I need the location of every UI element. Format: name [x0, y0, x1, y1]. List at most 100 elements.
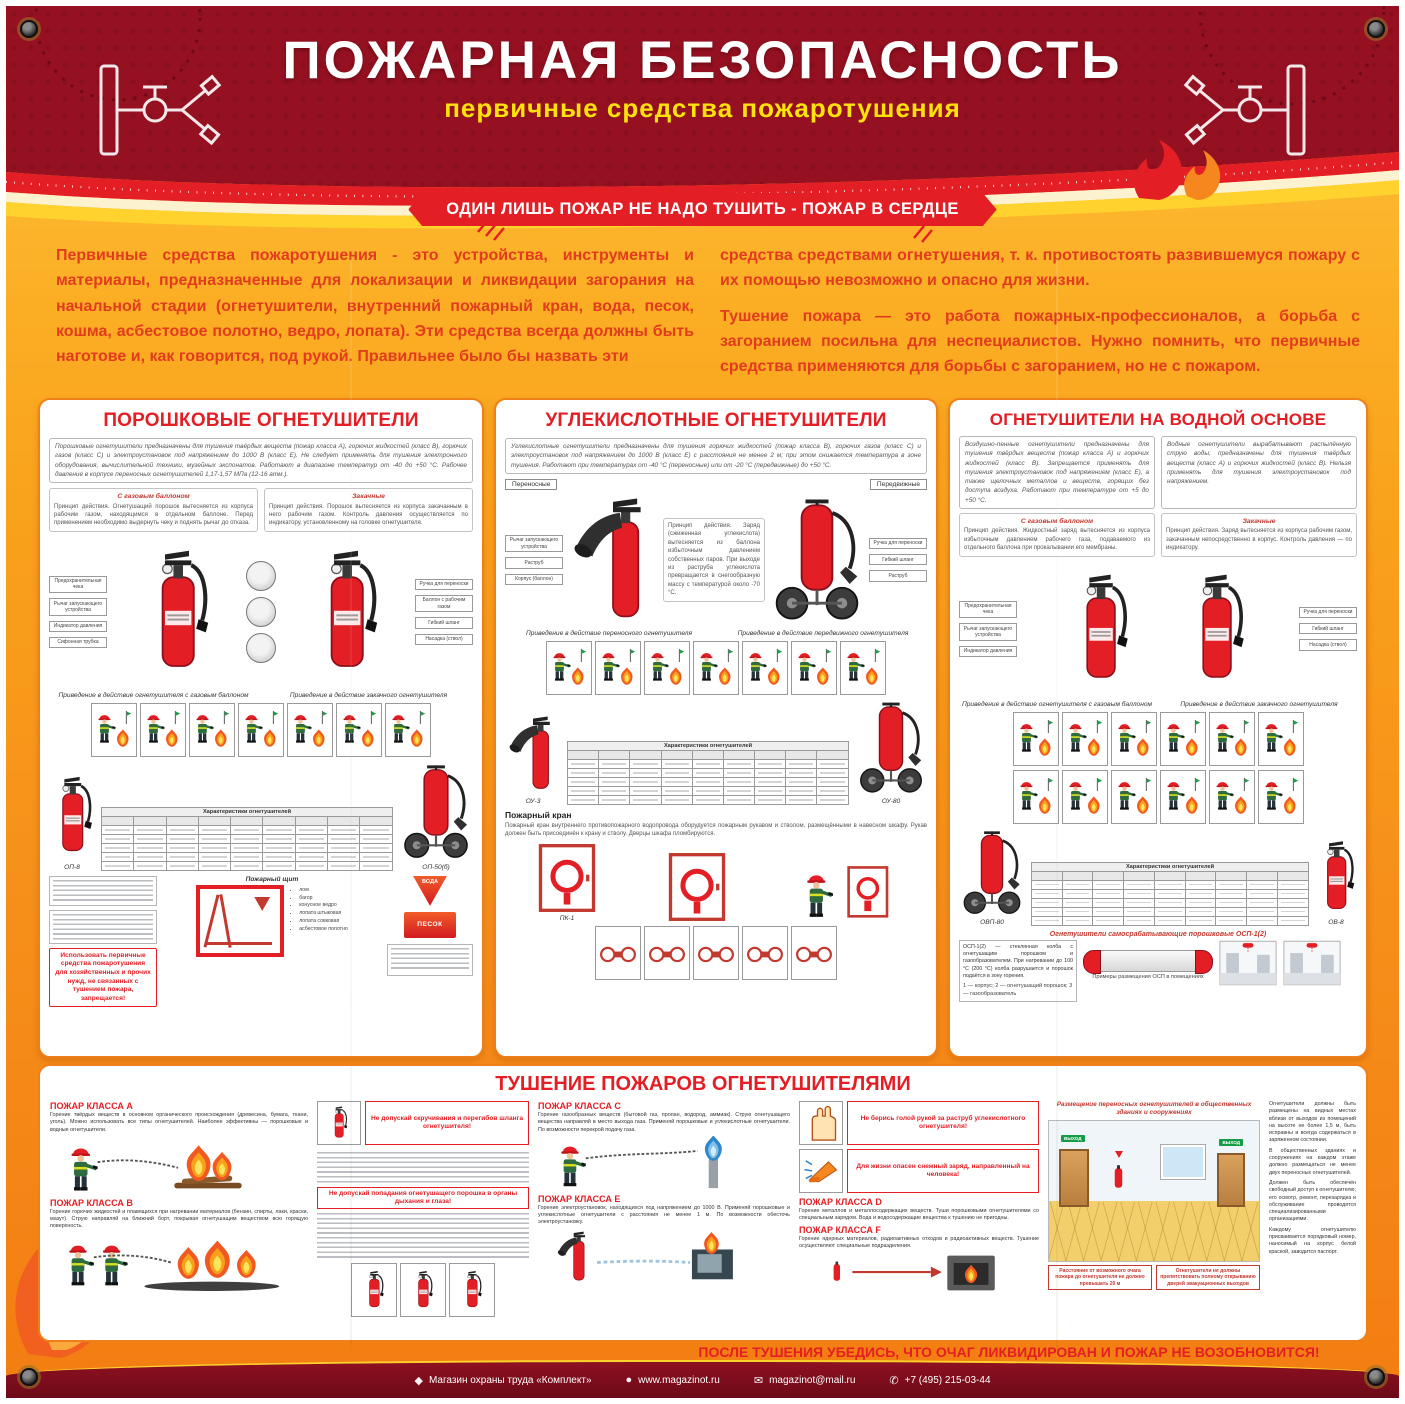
- wheeled-extinguisher-icon: [959, 829, 1025, 917]
- header: ПОЖАРНАЯ БЕЗОПАСНОСТЬ первичные средства…: [6, 30, 1399, 124]
- instruction-strip: [505, 640, 927, 695]
- type-text: Принцип действия. Заряд вытесняется из к…: [1166, 528, 1352, 552]
- poster-title: ПОЖАРНАЯ БЕЗОПАСНОСТЬ: [282, 31, 1123, 90]
- placement-rule: В общественных зданиях и сооружениях на …: [1269, 1147, 1356, 1176]
- legend-item: лопата штыковая: [299, 910, 348, 918]
- placement-rule: Должен быть обеспечён свободный доступ к…: [1269, 1179, 1356, 1223]
- callout-label: Рычаг запускающего устройства: [49, 598, 107, 616]
- diagram-caption: Приведение в действие переносного огнету…: [525, 629, 693, 637]
- fire-class-label: ПОЖАР КЛАССА F: [799, 1224, 881, 1235]
- note-box: [387, 943, 473, 976]
- type-heading: С газовым баллоном: [117, 493, 190, 501]
- instruction-pictogram: [1257, 769, 1304, 824]
- instruction-pictogram: [644, 640, 690, 695]
- instruction-pictogram: [400, 1263, 446, 1318]
- model-label: ОП-8: [64, 863, 80, 871]
- window: [1161, 1144, 1205, 1179]
- legend-item: лопата совковая: [299, 918, 348, 926]
- callout-label: Ручка для переноски: [1298, 606, 1357, 619]
- door: [1059, 1148, 1089, 1207]
- footer-email-text: magazinot@mail.ru: [769, 1374, 856, 1386]
- final-warning: ПОСЛЕ ТУШЕНИЯ УБЕДИСЬ, ЧТО ОЧАГ ЛИКВИДИР…: [698, 1344, 1320, 1360]
- instruction-pictogram: [595, 640, 641, 695]
- fire-cabinet-icon: [668, 852, 726, 922]
- placement-scene: ВЫХОД ВЫХОД: [1048, 1119, 1260, 1262]
- oven-fire-scene: [833, 1255, 995, 1291]
- fire-class-text: Горение металлов и металлосодержащих вещ…: [799, 1208, 1039, 1222]
- co2-extinguisher-icon: [505, 712, 561, 796]
- instruction-pictogram: [742, 925, 788, 980]
- co2-extinguisher-illustration: [567, 496, 659, 624]
- micro-text-block: [317, 1152, 529, 1184]
- class-a-scene: [71, 1145, 242, 1191]
- intro-paragraph: Первичные средства пожаротушения - это у…: [56, 247, 694, 366]
- bucket-label: ВОДА: [422, 878, 438, 885]
- wheeled-co2-illustration: [769, 496, 865, 624]
- characteristics-block: ОВП-80 Характеристики огнетушителей ОВ-8: [959, 829, 1357, 926]
- header-background: [6, 6, 1399, 243]
- instruction-pictogram: [189, 702, 235, 757]
- callout-label: Насадка (ствол): [415, 633, 473, 645]
- characteristics-table: Характеристики огнетушителей: [100, 806, 393, 871]
- horn-pictogram: [799, 1149, 843, 1193]
- panel-description: Водные огнетушители вырабатывают распылё…: [1161, 436, 1357, 509]
- instruction-pictogram: [351, 1263, 397, 1318]
- warnings-column: Не допускай скручивания и перегибов шлан…: [317, 1101, 529, 1318]
- panel-description: Порошковые огнетушители предназначены дл…: [49, 438, 473, 484]
- fire-class-label: ПОЖАР КЛАССА D: [799, 1197, 882, 1207]
- pointer-arrow: [1115, 1150, 1123, 1158]
- intro-paragraph: средства средствами огнетушения, т. к. п…: [720, 247, 1360, 290]
- legend-item: асбестовое полотно: [299, 926, 348, 934]
- callout-label: Предохранительная чека: [959, 600, 1017, 619]
- instruction-pictogram: [1012, 711, 1059, 766]
- extinguisher-icon: [49, 770, 95, 862]
- intro-paragraph: Тушение пожара — это работа пожарных-про…: [720, 307, 1360, 376]
- callout-label: Ручка для переноски: [869, 537, 927, 550]
- instruction-pictogram: [91, 702, 137, 757]
- diagram-caption: Приведение в действие огнетушителя с газ…: [961, 700, 1153, 708]
- wheeled-extinguisher-icon: [399, 762, 473, 862]
- instruction-pictogram: [1208, 769, 1255, 824]
- mobile-tag: Передвижные: [869, 478, 927, 490]
- model-label: ОУ-3: [525, 797, 541, 805]
- instruction-pictogram: [693, 640, 739, 695]
- type-description: Принцип действия. Заряд (сжиженная углек…: [663, 518, 765, 602]
- fire-shield-title: Пожарный щит: [245, 875, 299, 883]
- type-text: Принцип действия. Жидкостный заряд вытес…: [964, 528, 1150, 552]
- callout-label: Гибкий шланг: [1298, 623, 1357, 635]
- instruction-pictogram: [1061, 711, 1108, 766]
- equipment-column: ВОДА ПЕСОК: [387, 875, 473, 976]
- instruction-strip: [49, 702, 473, 757]
- type-text: Принцип действия. Порошок вытесняется из…: [269, 503, 468, 527]
- osp-section: Огнетушители самосрабатывающие порошковы…: [959, 931, 1357, 1003]
- callout-label: Рычаг запускающего устройства: [959, 623, 1017, 641]
- panel-water-extinguishers: ОГНЕТУШИТЕЛИ НА ВОДНОЙ ОСНОВЕ Воздушно-п…: [948, 398, 1368, 1058]
- instruction-pictogram: [1110, 769, 1157, 824]
- osp-description: ОСП-1(2) — стеклянная колба с огнетушащи…: [959, 939, 1077, 1003]
- characteristics-block: ОУ-3 Характеристики огнетушителей ОУ-80: [505, 700, 927, 805]
- poster-subtitle: первичные средства пожаротушения: [444, 93, 961, 123]
- footer-email: ✉ magazinot@mail.ru: [754, 1374, 856, 1387]
- firefighter-at-cabinet-scene: [807, 865, 889, 918]
- diagram-caption: Приведение в действие передвижного огнет…: [737, 629, 909, 637]
- callout-label: Гибкий шланг: [415, 617, 473, 629]
- fire-class-text: Горение горючих жидкостей и плавящихся п…: [50, 1208, 308, 1230]
- type-heading: Закачные: [352, 493, 385, 501]
- instruction-pictogram: [644, 925, 690, 980]
- legend-item: багор: [299, 895, 348, 903]
- footer-phone: ✆ +7 (495) 215-03-44: [889, 1374, 990, 1387]
- osp-legend: 1 — корпус; 2 — огнетушащий порошок; 3 —…: [963, 983, 1073, 997]
- callout-label: Индикатор давления: [49, 620, 107, 632]
- fire-class-text: Горение электроустановок, находящихся по…: [538, 1204, 790, 1226]
- envelope-icon: ✉: [753, 1374, 764, 1387]
- exit-sign: ВЫХОД: [1219, 1138, 1243, 1146]
- fire-class-text: Горение ядерных материалов, радиоактивны…: [799, 1235, 1039, 1249]
- grommet: [1367, 20, 1385, 38]
- powder-extinguisher-illustration: [310, 538, 382, 686]
- instruction-strip: [959, 711, 1357, 766]
- class-d-f-column: Не берись голой рукой за раструб углекис…: [799, 1101, 1039, 1317]
